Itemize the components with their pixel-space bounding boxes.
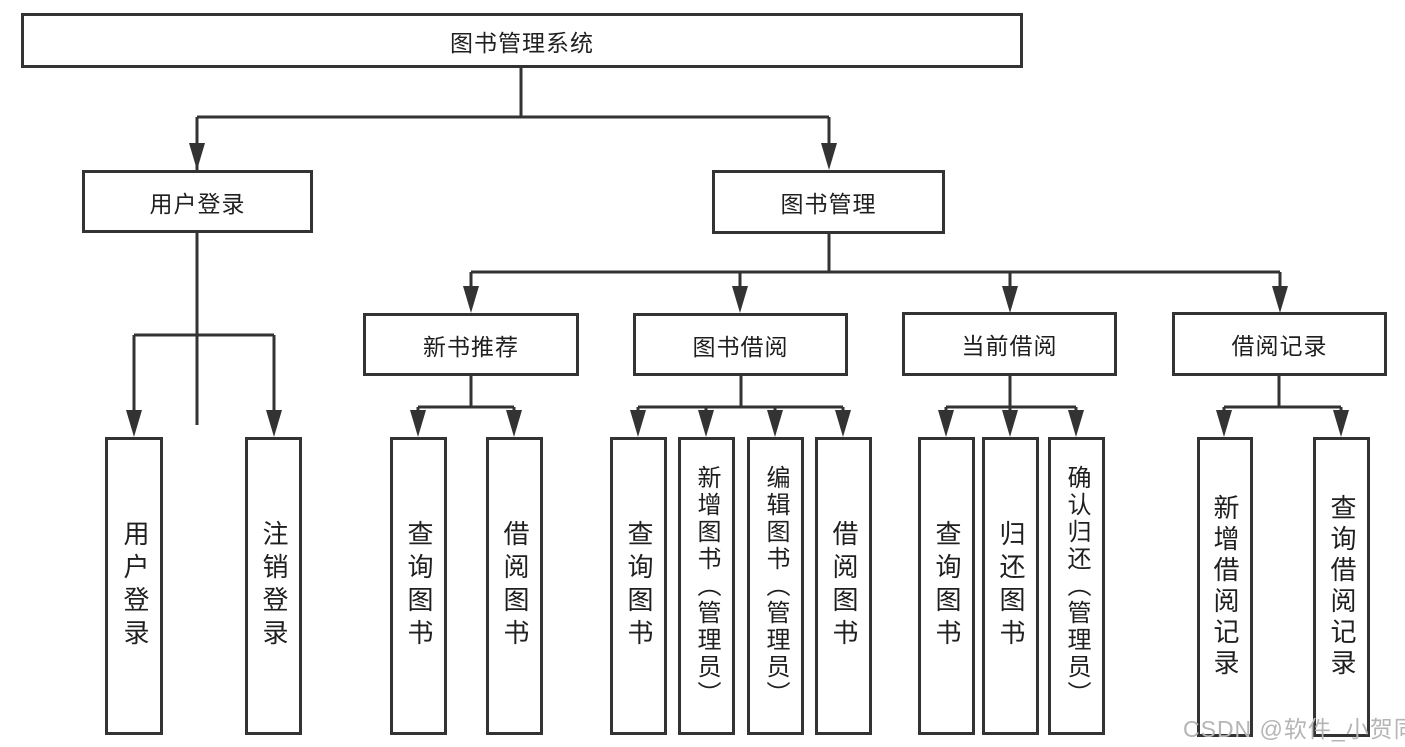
node-borrowing-records: 借阅记录 [1172, 312, 1387, 376]
branch-user-login [132, 233, 276, 427]
leaf-confirm-return-admin: 确认归还（管理员） [1048, 437, 1105, 735]
node-new-book-recommendation: 新书推荐 [363, 313, 579, 376]
leaf-query-borrow-record: 查询借阅记录 [1313, 437, 1370, 737]
branch-borrow-record [1222, 376, 1343, 427]
leaf-borrow-books-borrowing: 借阅图书 [815, 437, 872, 735]
leaf-query-books-current: 查询图书 [918, 437, 975, 735]
node-current-borrowing: 当前借阅 [902, 312, 1117, 376]
leaf-add-book-admin: 新增图书（管理员） [678, 437, 735, 735]
leaf-user-login: 用户登录 [105, 437, 163, 735]
leaf-add-borrow-record: 新增借阅记录 [1197, 437, 1253, 737]
leaf-return-book: 归还图书 [982, 437, 1039, 735]
leaf-edit-book-admin: 编辑图书（管理员） [747, 437, 804, 735]
branch-new-book [416, 376, 516, 427]
branch-book-borrow [636, 376, 845, 427]
leaf-logout-login: 注销登录 [245, 437, 302, 735]
branch-book-mgmt [469, 234, 1282, 302]
node-book-management: 图书管理 [712, 170, 945, 234]
node-library-management-system: 图书管理系统 [21, 13, 1023, 68]
csdn-watermark: CSDN @软件_小贺同学 [1183, 716, 1405, 742]
leaf-query-books-recommend: 查询图书 [390, 437, 447, 735]
leaf-borrow-books-recommend: 借阅图书 [486, 437, 543, 735]
node-user-login: 用户登录 [82, 170, 313, 233]
node-book-borrowing: 图书借阅 [633, 313, 848, 376]
arrowheads [126, 143, 1349, 437]
branch-root [195, 68, 831, 425]
leaf-query-books-borrowing: 查询图书 [610, 437, 667, 735]
